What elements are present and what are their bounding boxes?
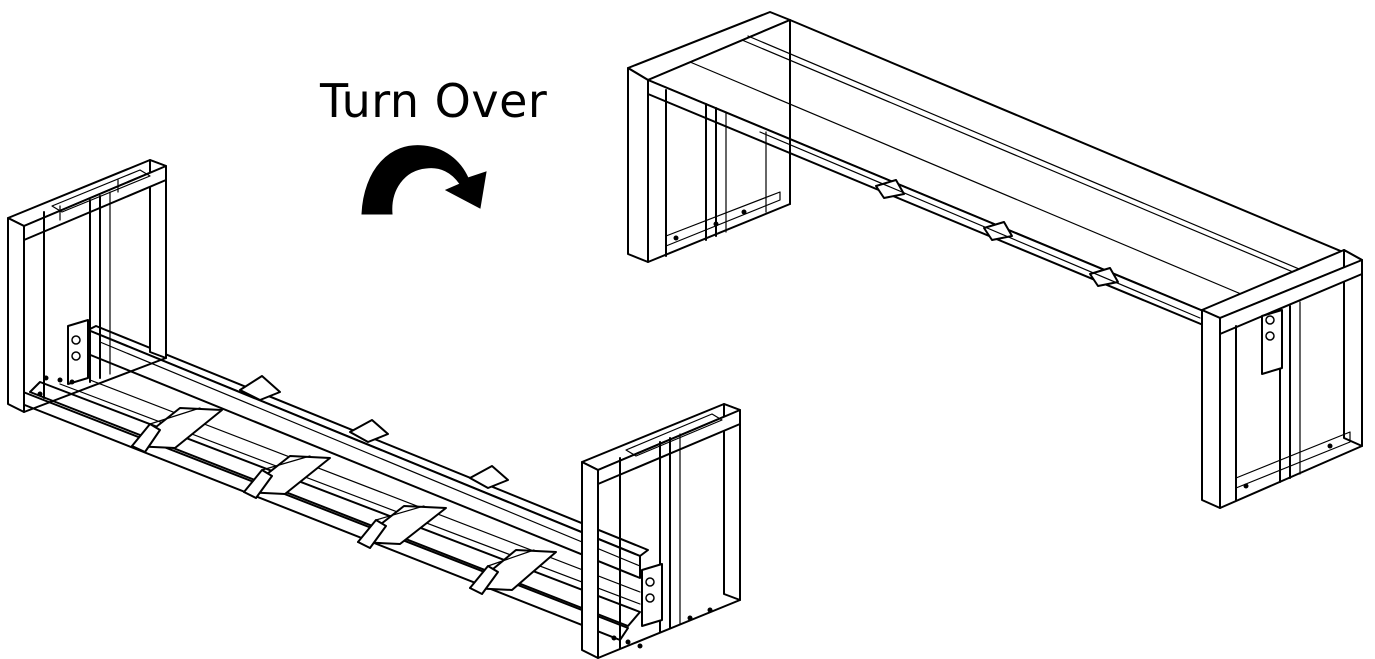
bench-upright [627,11,1363,509]
bench-seat [627,11,1363,333]
curved-arrow-icon [361,145,487,215]
frame-braces [131,375,557,595]
bench-frame-upside-down [7,159,741,659]
bench-right-end [1201,249,1363,509]
bench-braces [759,131,1201,319]
frame-right-end [581,403,741,659]
frame-left-end [7,159,167,413]
bench-left-end [627,19,791,263]
turn-over-label: Turn Over [320,74,548,128]
